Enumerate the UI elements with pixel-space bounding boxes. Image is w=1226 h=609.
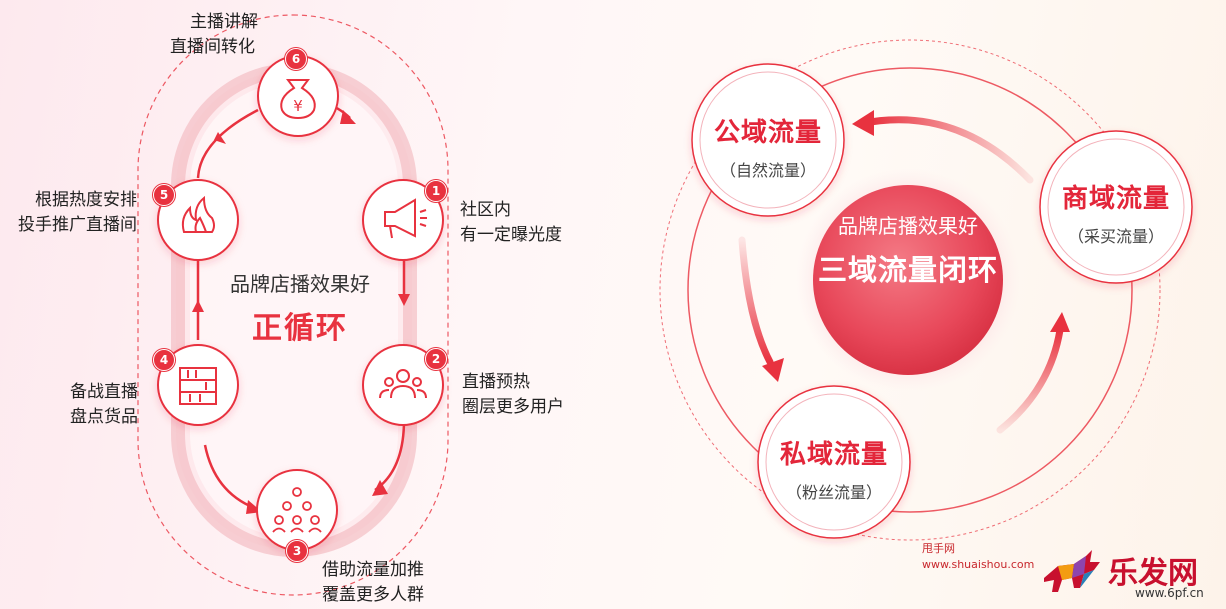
private-traffic-title: 私域流量 <box>779 440 888 470</box>
step-number-5: 5 <box>153 184 175 206</box>
right-loop <box>659 39 1193 541</box>
private-traffic-caption: 私域流量 （粉丝流量） <box>764 434 904 503</box>
arrow-private-to-commercial <box>996 326 1064 434</box>
loop-title: 正循环 <box>252 311 348 346</box>
core-title: 三域流量闭环 <box>817 253 998 287</box>
left-loop: ¥ <box>137 14 449 596</box>
svg-text:¥: ¥ <box>293 97 303 115</box>
shelf-icon <box>179 367 217 405</box>
public-traffic-caption: 公域流量 （自然流量） <box>698 112 838 181</box>
brand-name: 乐发网 <box>1108 556 1198 591</box>
arrowhead <box>214 132 226 144</box>
commercial-traffic-caption: 商域流量 （采买流量） <box>1046 178 1186 247</box>
loop-subtitle: 品牌店播效果好 <box>230 272 370 296</box>
step-number-1: 1 <box>425 180 447 202</box>
orbit-ring <box>687 67 1133 513</box>
step-node-1 <box>362 179 444 261</box>
watermark-credit: 甩手网 www.shuaishou.com <box>922 541 1034 573</box>
site-name: 甩手网 <box>922 542 955 555</box>
step-label-4: 备战直播 盘点货品 <box>70 382 138 427</box>
commercial-traffic-subtitle: （采买流量） <box>1067 227 1164 246</box>
step-label-2: 直播预热 圈层更多用户 <box>462 372 564 417</box>
site-url: www.shuaishou.com <box>922 558 1035 571</box>
brand-url: www.6pf.cn <box>1135 586 1204 600</box>
step-label-3: 借助流量加推 覆盖更多人群 <box>322 560 424 605</box>
loop-dashed-outline <box>137 14 449 596</box>
outer-dashed-orbit <box>659 39 1161 541</box>
commercial-traffic-title: 商域流量 <box>1061 184 1170 214</box>
step-number-4: 4 <box>153 349 175 371</box>
arrow-5-to-6 <box>196 108 259 179</box>
core-circle <box>813 185 1003 375</box>
arrowhead <box>1050 312 1070 332</box>
public-traffic-subtitle: （自然流量） <box>719 161 816 180</box>
step-label-6: 主播讲解 直播间转化 <box>170 12 258 57</box>
loop-center-caption: 品牌店播效果好 正循环 <box>205 268 395 347</box>
flame-icon <box>181 195 215 233</box>
node-private-traffic <box>757 385 911 539</box>
loop-inner-fill <box>190 82 398 538</box>
private-traffic-subtitle: （粉丝流量） <box>785 483 882 502</box>
arrowhead <box>398 294 410 306</box>
step-number-6: 6 <box>285 48 307 70</box>
people-group-icon <box>379 369 427 399</box>
step-node-4 <box>157 344 239 426</box>
core-caption: 品牌店播效果好 三域流量闭环 <box>808 210 1008 289</box>
arrowhead <box>852 110 874 136</box>
bull-logo-icon <box>1044 550 1100 592</box>
arrow-commercial-to-public <box>866 116 1034 184</box>
core-subtitle: 品牌店播效果好 <box>838 214 978 238</box>
step-label-1: 社区内 有一定曝光度 <box>460 200 562 245</box>
step-number-3: 3 <box>286 540 308 562</box>
arrowhead <box>372 480 388 496</box>
crowd-icon <box>272 487 322 533</box>
step-node-2 <box>362 344 444 426</box>
public-traffic-title: 公域流量 <box>713 118 822 148</box>
arrow-public-to-private <box>738 236 774 366</box>
step-number-2: 2 <box>425 348 447 370</box>
megaphone-icon <box>384 198 427 239</box>
step-node-3 <box>256 469 338 551</box>
arrowhead <box>340 110 356 124</box>
arrowhead <box>762 358 784 382</box>
node-commercial-traffic <box>1039 130 1193 284</box>
node-public-traffic <box>691 63 845 217</box>
step-label-5: 根据热度安排 投手推广直播间 <box>18 190 137 235</box>
money-bag-icon: ¥ <box>280 79 316 120</box>
arrowhead <box>192 300 204 312</box>
step-node-5 <box>157 179 239 261</box>
